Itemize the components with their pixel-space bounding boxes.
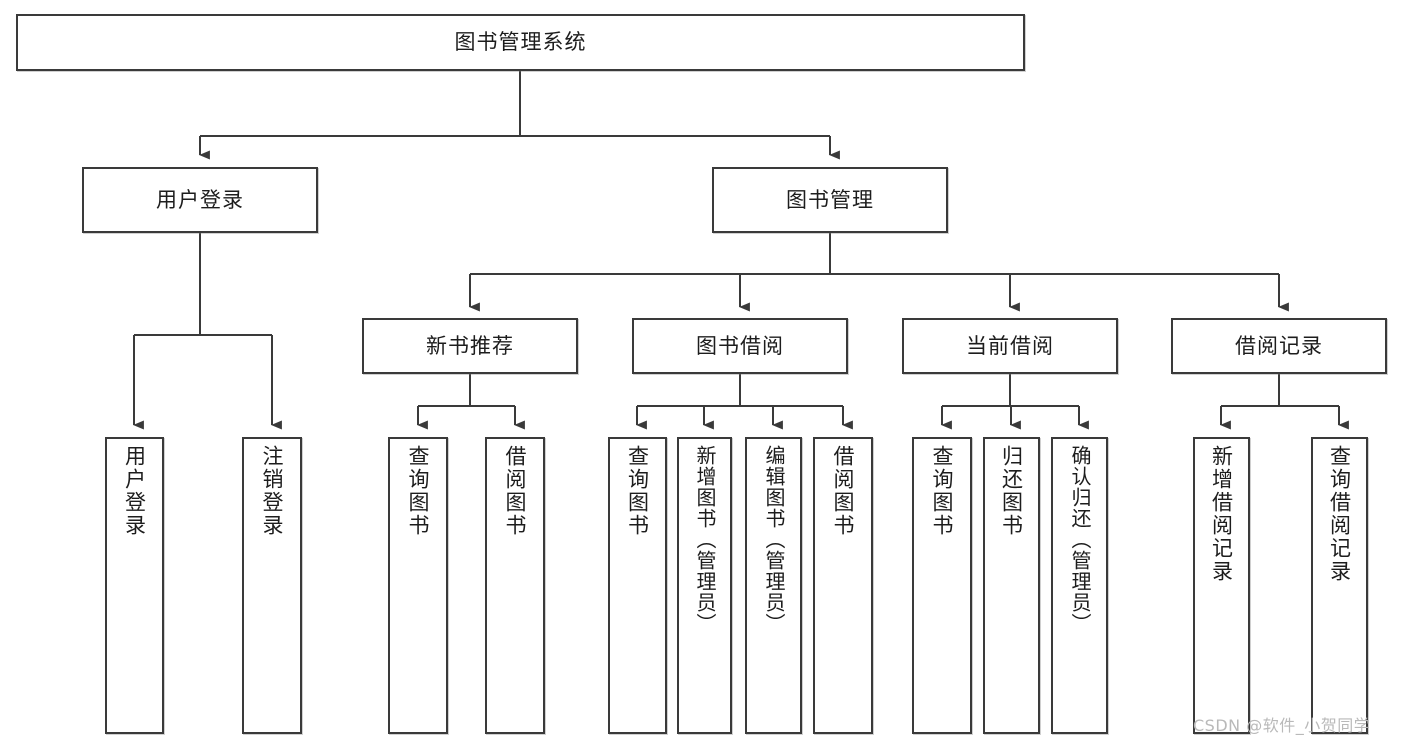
leaf-query-book-rec[interactable]: 查询图书 xyxy=(388,437,448,734)
node-user-login-label: 用户登录 xyxy=(156,187,244,212)
node-new-book-rec[interactable]: 新书推荐 xyxy=(362,318,578,374)
leaf-user-login-label: 用户登录 xyxy=(122,445,147,537)
node-book-borrow[interactable]: 图书借阅 xyxy=(632,318,848,374)
leaf-add-book-admin-label: 新增图书（管理员） xyxy=(693,445,717,634)
leaf-add-book-admin[interactable]: 新增图书（管理员） xyxy=(677,437,732,734)
node-borrow-record-label: 借阅记录 xyxy=(1235,333,1323,358)
leaf-confirm-return-admin-label: 确认归还（管理员） xyxy=(1068,445,1092,634)
leaf-borrow-book-rec-label: 借阅图书 xyxy=(503,445,528,537)
leaf-borrow-book[interactable]: 借阅图书 xyxy=(813,437,873,734)
leaf-logout[interactable]: 注销登录 xyxy=(242,437,302,734)
node-root-label: 图书管理系统 xyxy=(454,30,587,55)
node-book-manage[interactable]: 图书管理 xyxy=(712,167,948,233)
csdn-watermark: CSDN @软件_小贺同学 xyxy=(1193,716,1371,735)
leaf-query-book-borrow-label: 查询图书 xyxy=(625,445,650,537)
leaf-query-book-borrow[interactable]: 查询图书 xyxy=(608,437,667,734)
node-new-book-rec-label: 新书推荐 xyxy=(426,333,514,358)
leaf-borrow-book-label: 借阅图书 xyxy=(831,445,856,537)
leaf-user-login[interactable]: 用户登录 xyxy=(105,437,164,734)
leaf-edit-book-admin[interactable]: 编辑图书（管理员） xyxy=(745,437,802,734)
leaf-logout-label: 注销登录 xyxy=(260,445,285,537)
leaf-confirm-return-admin[interactable]: 确认归还（管理员） xyxy=(1051,437,1108,734)
leaf-borrow-book-rec[interactable]: 借阅图书 xyxy=(485,437,545,734)
leaf-return-book-label: 归还图书 xyxy=(999,445,1024,537)
leaf-query-borrow-record[interactable]: 查询借阅记录 xyxy=(1311,437,1368,734)
node-user-login[interactable]: 用户登录 xyxy=(82,167,318,233)
leaf-query-book-cur-label: 查询图书 xyxy=(930,445,955,537)
leaf-add-borrow-record-label: 新增借阅记录 xyxy=(1209,445,1234,583)
node-root[interactable]: 图书管理系统 xyxy=(16,14,1025,71)
leaf-query-borrow-record-label: 查询借阅记录 xyxy=(1327,445,1352,583)
node-current-borrow-label: 当前借阅 xyxy=(966,333,1054,358)
leaf-add-borrow-record[interactable]: 新增借阅记录 xyxy=(1193,437,1250,734)
node-book-borrow-label: 图书借阅 xyxy=(696,333,784,358)
node-borrow-record[interactable]: 借阅记录 xyxy=(1171,318,1387,374)
leaf-return-book[interactable]: 归还图书 xyxy=(983,437,1040,734)
leaf-query-book-rec-label: 查询图书 xyxy=(406,445,431,537)
node-current-borrow[interactable]: 当前借阅 xyxy=(902,318,1118,374)
leaf-edit-book-admin-label: 编辑图书（管理员） xyxy=(762,445,786,634)
node-book-manage-label: 图书管理 xyxy=(786,187,874,212)
leaf-query-book-cur[interactable]: 查询图书 xyxy=(912,437,972,734)
